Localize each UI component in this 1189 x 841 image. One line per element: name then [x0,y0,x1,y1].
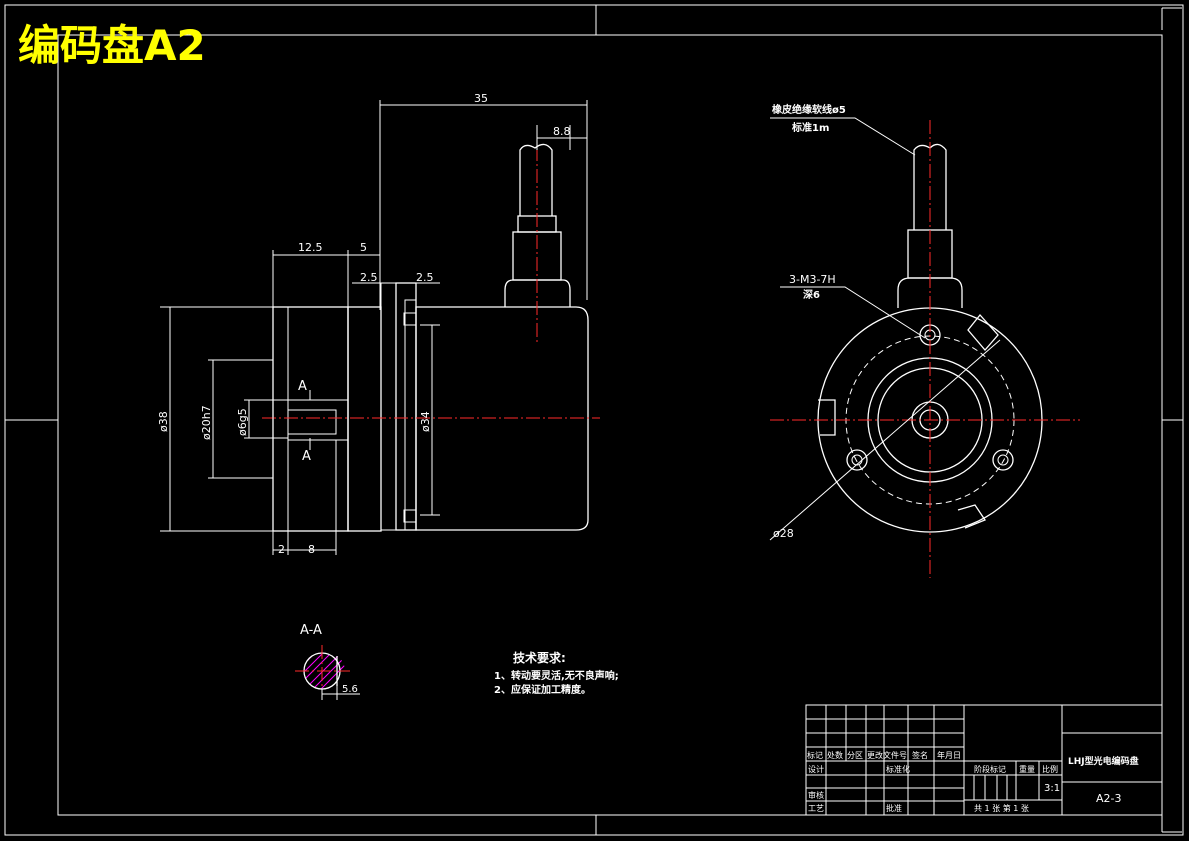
dim-8: 8 [308,543,315,556]
encoder-body [415,306,589,531]
dim-5: 5 [360,241,367,254]
tb-hdr-4: 签名 [912,750,928,760]
tb-review: 审核 [808,790,824,800]
tb-hdr-1: 处数 [827,750,843,760]
tb-hdr-5: 年月日 [937,750,961,760]
dim-8-8: 8.8 [553,125,571,138]
notes-heading: 技术要求: [513,650,566,665]
tb-hdr-0: 标记 [807,750,823,760]
dim-d38: ø38 [157,411,170,432]
dim-d20h7: ø20h7 [200,405,213,440]
inner-border [57,34,1163,816]
tb-scale-value: 3:1 [1044,783,1060,794]
tb-sheets: 共 1 张 第 1 张 [974,803,1029,813]
tb-stage-mark: 阶段标记 [974,764,1006,774]
end-view: 橡皮绝缘软线ø5 标准1m 3-M3-7H 深6 ø28 [769,103,1080,578]
tb-process: 工艺 [808,804,824,813]
section-mark-top: A [298,379,307,394]
section-a-a: A-A 5.6 [295,623,360,700]
outer-border [4,4,1184,836]
dim-35: 35 [474,92,488,105]
side-view: 35 8.8 12.5 5 2.5 2.5 ø38 ø20h7 ø6g5 ø34… [157,92,600,556]
tb-scale-label: 比例 [1042,764,1058,774]
note-1: 1、转动要灵活,无不良声响; [494,669,619,682]
dim-d28: ø28 [773,527,794,540]
tb-design: 设计 [808,764,824,774]
section-mark-bottom: A [302,449,311,464]
screw-hole-right [992,449,1014,471]
tb-approve: 批准 [886,803,902,813]
flange [395,282,417,531]
tb-hdr-2: 分区 [847,751,863,760]
title-block [805,704,1163,816]
screw-hole-left [846,449,868,471]
thread-note-2: 深6 [803,288,820,301]
mount-step [347,306,382,532]
dim-5-6: 5.6 [342,684,358,695]
tb-part-name: LHJ型光电编码盘 [1068,755,1139,767]
sheet-title: 编码盘A2 [18,21,206,70]
centering-marks [5,5,1183,835]
tb-hdr-3: 更改文件号 [867,750,907,760]
technical-notes: 技术要求: 1、转动要灵活,无不良声响; 2、应保证加工精度。 [494,650,619,696]
dim-12-5: 12.5 [298,241,323,254]
tb-drawing-number: A2-3 [1096,792,1122,805]
section-title: A-A [300,623,322,638]
dim-2-5-b: 2.5 [416,271,434,284]
dim-d6g5: ø6g5 [236,408,249,436]
dim-2-5-a: 2.5 [360,271,378,284]
tb-standardization: 标准化 [886,764,910,774]
title-block-text: 标记 处数 分区 更改文件号 签名 年月日 设计 标准化 审核 工艺 批准 阶段… [807,750,1139,813]
note-2: 2、应保证加工精度。 [494,683,591,696]
dim-d34: ø34 [419,411,432,432]
cable-note-2: 标准1m [791,121,829,134]
cable-note-1: 橡皮绝缘软线ø5 [772,103,846,116]
tb-weight: 重量 [1019,764,1035,774]
shaft-hub [272,306,349,532]
dim-2: 2 [278,543,285,556]
thread-note-1: 3-M3-7H [789,273,836,286]
